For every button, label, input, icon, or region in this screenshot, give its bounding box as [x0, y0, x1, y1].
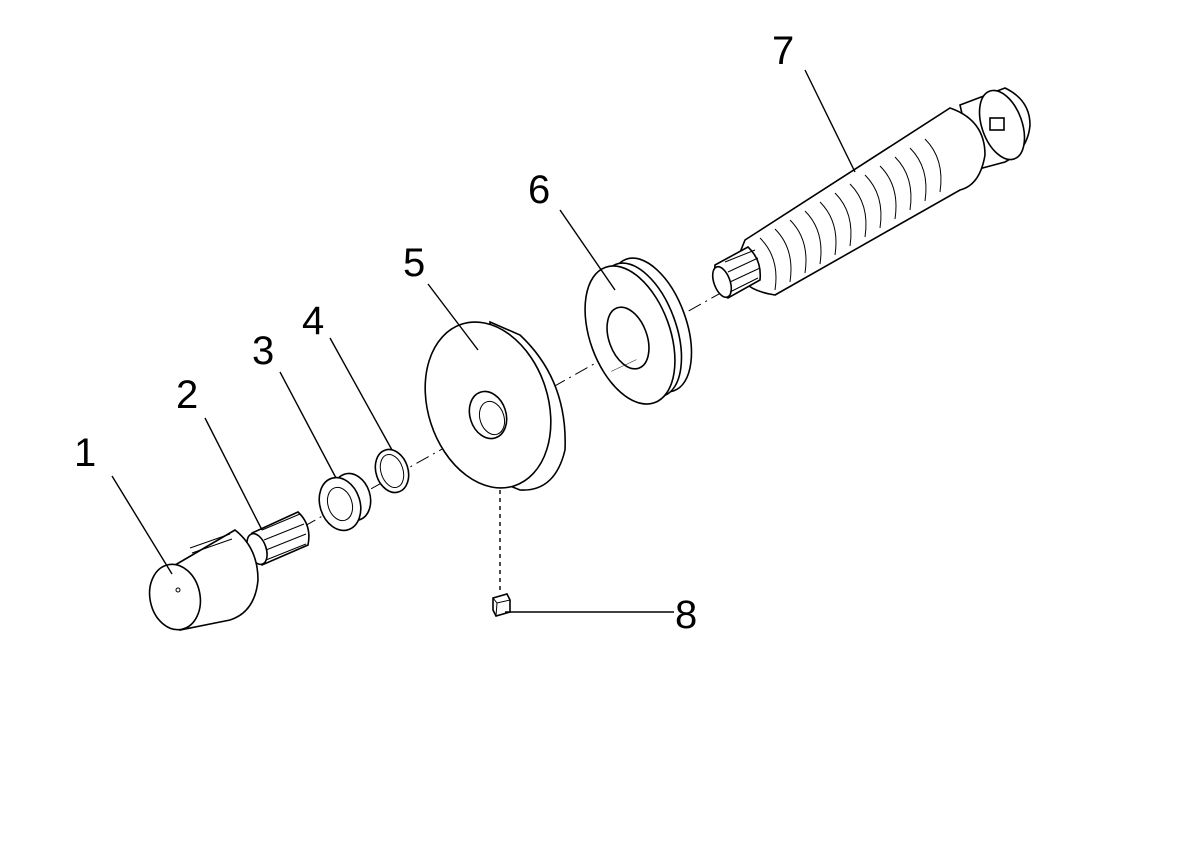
- part-5-escutcheon-plate: [424, 320, 566, 590]
- callout-2: 2: [176, 373, 198, 417]
- callout-1: 1: [74, 431, 96, 475]
- callout-3: 3: [252, 329, 274, 373]
- leader-lines: [111, 69, 856, 613]
- part-7-cartridge: [711, 87, 1031, 299]
- part-3-bushing: [318, 472, 372, 532]
- part-4-o-ring: [374, 448, 410, 494]
- callout-8: 8: [675, 593, 697, 637]
- leader-2: [204, 417, 263, 531]
- part-6-sealing-flange: ————: [584, 257, 693, 405]
- leader-3: [279, 371, 337, 479]
- callout-7: 7: [772, 29, 794, 73]
- leader-4: [329, 337, 393, 451]
- leader-5: [427, 283, 479, 351]
- callout-4: 4: [302, 299, 324, 343]
- part-1-handle-cap: [148, 529, 259, 631]
- leader-1: [111, 475, 173, 575]
- callout-6: 6: [528, 168, 550, 212]
- callout-5: 5: [403, 241, 425, 285]
- callout-labels: 1 2 3 4 5 6 7 8: [74, 29, 794, 637]
- leader-6: [559, 209, 616, 291]
- leader-7: [804, 69, 856, 173]
